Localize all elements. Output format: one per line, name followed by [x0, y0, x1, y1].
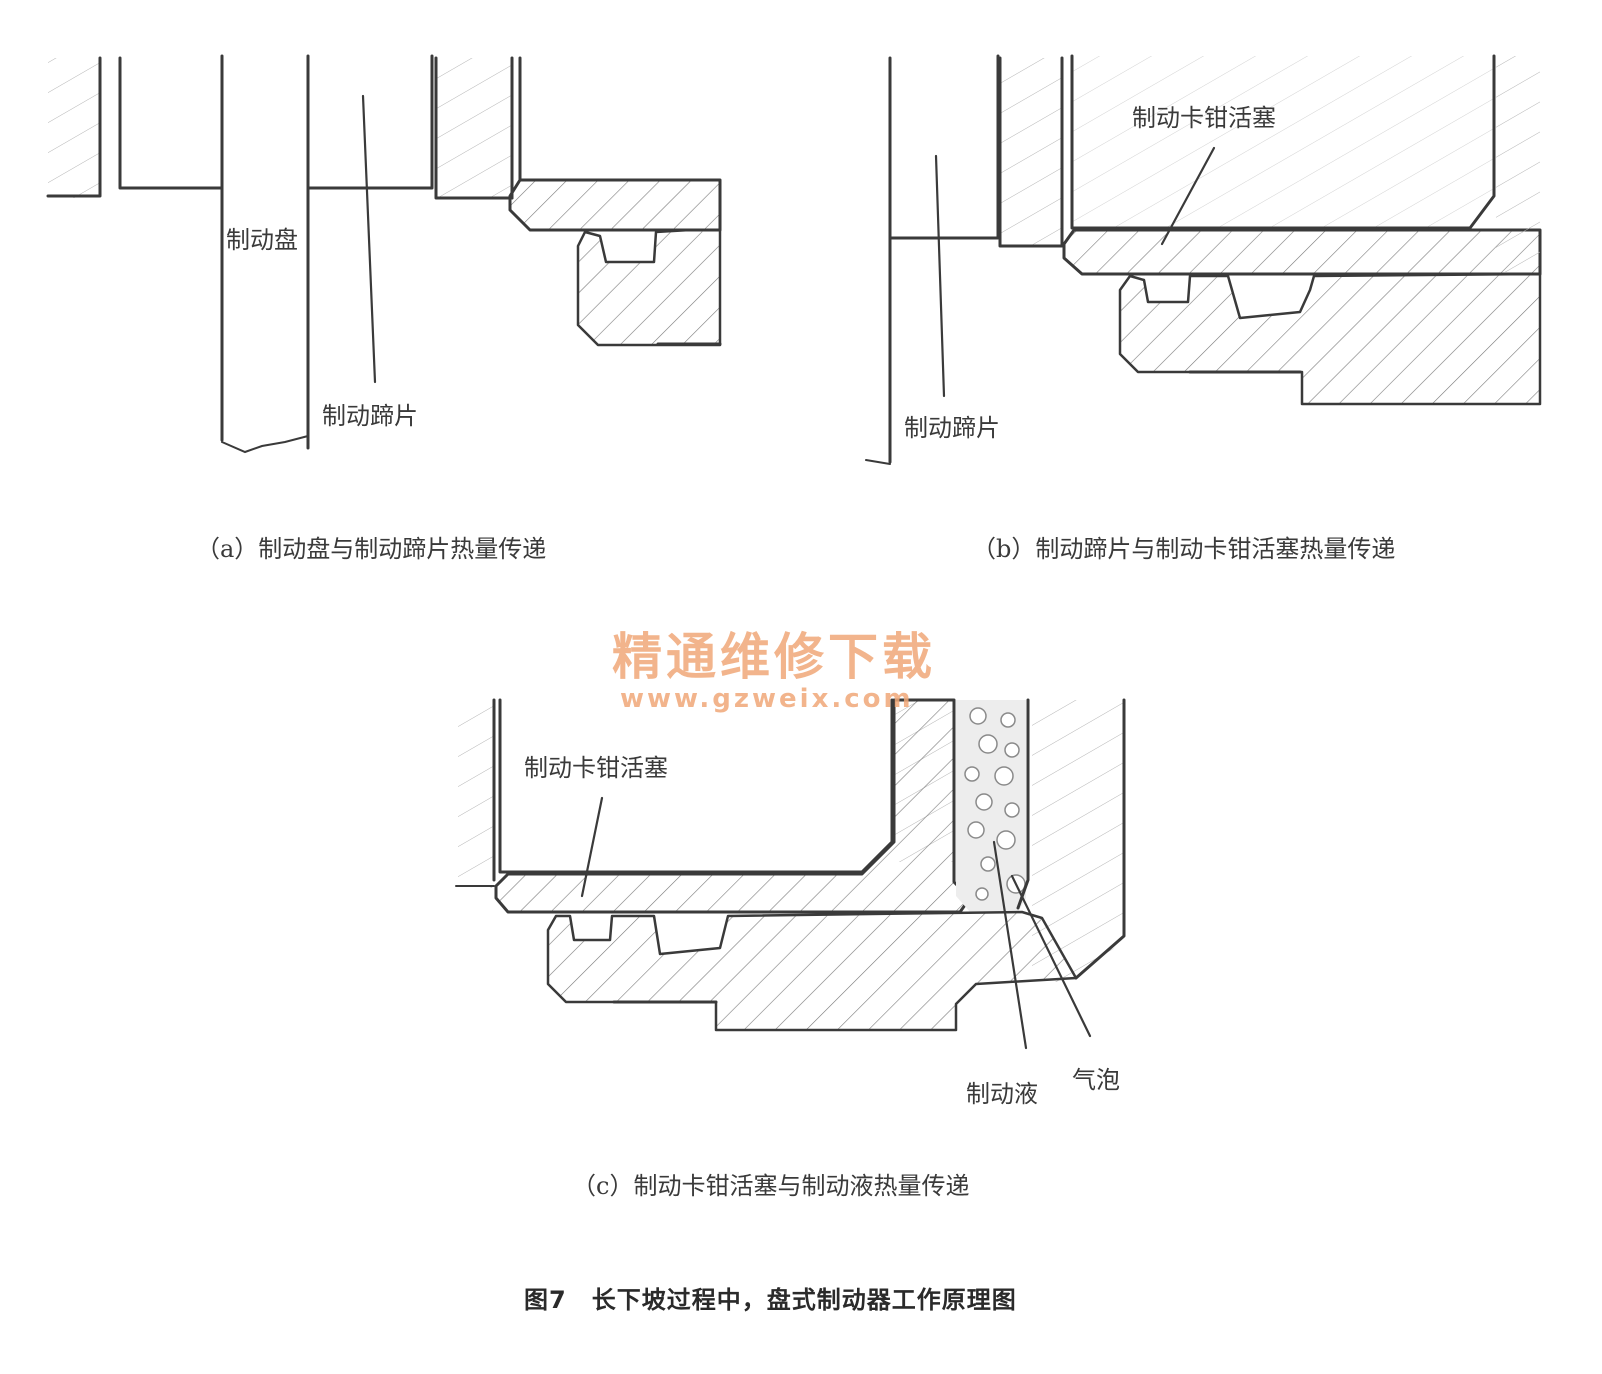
panel-a-piston	[508, 178, 722, 232]
panel-b-piston-label: 制动卡钳活塞	[1132, 104, 1276, 132]
panel-b-caption: （b）制动蹄片与制动卡钳活塞热量传递	[972, 535, 1396, 563]
watermark-sub: www.gzweix.com	[620, 684, 914, 714]
panel-a-pad-label: 制动蹄片	[322, 402, 418, 430]
panel-c-piston	[494, 698, 972, 914]
figure-title: 图7 长下坡过程中，盘式制动器工作原理图	[524, 1286, 1017, 1314]
panel-c-piston-label: 制动卡钳活塞	[524, 754, 668, 782]
panel-c-bubble-label: 气泡	[1072, 1066, 1120, 1094]
panel-a-left-wall	[48, 58, 100, 198]
panel-b-drawing	[865, 54, 1542, 465]
panel-a-drawing	[46, 54, 722, 454]
panel-a-brake-pad	[436, 58, 512, 198]
watermark-main: 精通维修下载	[612, 628, 936, 686]
panel-c-bubbles	[964, 707, 1026, 901]
panel-a-disc-label: 制动盘	[226, 226, 298, 254]
panel-b-piston	[1072, 56, 1494, 228]
panel-b-brake-pad	[1000, 58, 1062, 246]
panel-a-caption: （a）制动盘与制动蹄片热量传递	[196, 535, 547, 563]
panel-c-fluid-label: 制动液	[966, 1080, 1038, 1108]
panel-c-drawing	[455, 698, 1126, 1032]
panel-c-caption: （c）制动卡钳活塞与制动液热量传递	[572, 1172, 970, 1200]
panel-b-pad-label: 制动蹄片	[904, 414, 1000, 442]
